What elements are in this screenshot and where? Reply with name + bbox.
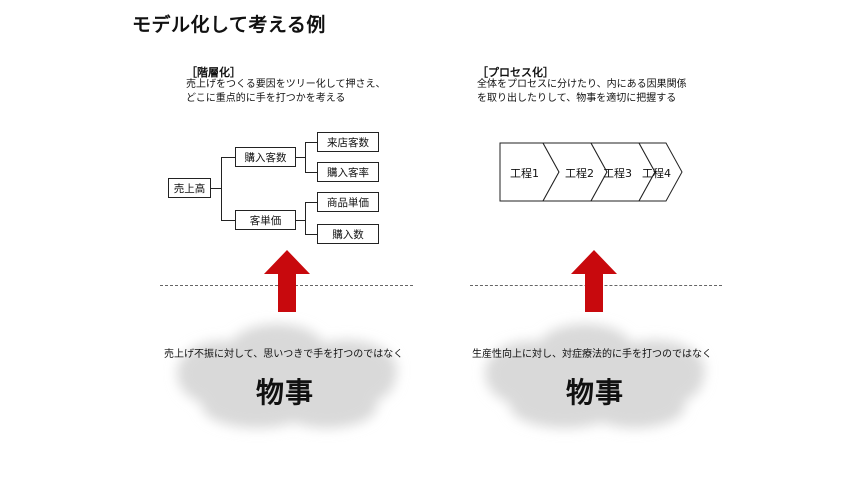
tree-connector bbox=[221, 220, 235, 221]
hierarchy-heading: ［階層化］ bbox=[186, 66, 241, 79]
right-cloud-label: 物事 bbox=[566, 376, 625, 409]
left-cloud-caption: 売上げ不振に対して、思いつきで手を打つのではなく bbox=[164, 349, 404, 360]
tree-connector bbox=[305, 172, 317, 173]
right-cloud-caption: 生産性向上に対し、対症療法的に手を打つのではなく bbox=[472, 349, 712, 360]
tree-connector bbox=[296, 157, 306, 158]
tree-connector bbox=[305, 202, 306, 235]
left-cloud-label: 物事 bbox=[256, 376, 315, 409]
process-description: 全体をプロセスに分けたり、内にある因果関係 を取り出したりして、物事を適切に把握… bbox=[477, 78, 687, 106]
hierarchy-desc-line2: どこに重点的に手を打つかを考える bbox=[186, 93, 346, 104]
slide-title: モデル化して考える例 bbox=[132, 14, 326, 36]
tree-connector bbox=[296, 220, 306, 221]
tree-connector bbox=[221, 157, 235, 158]
right-cloud bbox=[485, 324, 705, 428]
process-step-label: 工程2 bbox=[565, 167, 594, 180]
tree-node-root: 売上高 bbox=[168, 178, 211, 198]
process-heading: ［プロセス化］ bbox=[477, 66, 554, 79]
hierarchy-desc-line1: 売上げをつくる要因をツリー化して押さえ、 bbox=[186, 79, 386, 90]
tree-connector bbox=[305, 142, 317, 143]
process-desc-line1: 全体をプロセスに分けたり、内にある因果関係 bbox=[477, 79, 687, 90]
process-step-label: 工程3 bbox=[603, 167, 632, 180]
tree-node-level2: 購入客率 bbox=[317, 162, 379, 182]
tree-connector bbox=[305, 234, 317, 235]
process-step-label: 工程4 bbox=[642, 167, 671, 180]
process-chevrons bbox=[499, 142, 683, 202]
tree-node-level1: 購入客数 bbox=[235, 147, 296, 167]
tree-connector bbox=[305, 202, 317, 203]
right-up-arrow-icon bbox=[571, 250, 617, 312]
left-up-arrow-icon bbox=[264, 250, 310, 312]
hierarchy-description: 売上げをつくる要因をツリー化して押さえ、 どこに重点的に手を打つかを考える bbox=[186, 78, 386, 106]
tree-connector bbox=[210, 188, 222, 189]
tree-node-level2: 商品単価 bbox=[317, 192, 379, 212]
tree-connector bbox=[221, 157, 222, 220]
tree-node-level2: 購入数 bbox=[317, 224, 379, 244]
left-cloud bbox=[177, 324, 397, 428]
process-step-label: 工程1 bbox=[510, 167, 539, 180]
tree-node-level1: 客単価 bbox=[235, 210, 296, 230]
tree-node-level2: 来店客数 bbox=[317, 132, 379, 152]
tree-connector bbox=[305, 142, 306, 173]
process-desc-line2: を取り出したりして、物事を適切に把握する bbox=[477, 93, 677, 104]
process-step-shape bbox=[638, 142, 683, 202]
